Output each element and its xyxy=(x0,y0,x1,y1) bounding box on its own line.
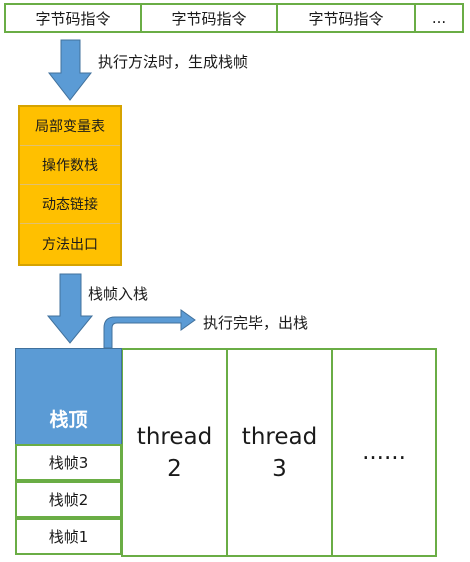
stack-frame-3: 栈帧3 xyxy=(15,444,122,481)
down-arrow-icon xyxy=(46,273,94,344)
more-threads-label: ...... xyxy=(362,439,406,465)
bytecode-row: 字节码指令 字节码指令 字节码指令 ... xyxy=(4,3,464,33)
operand-stack: 操作数栈 xyxy=(20,146,120,185)
thread-3-label-line1: thread xyxy=(241,423,318,450)
push-frame-label: 栈帧入栈 xyxy=(88,285,149,303)
stack-frame-1: 栈帧1 xyxy=(15,518,122,555)
return-address: 方法出口 xyxy=(42,236,98,253)
bytecode-cell: 字节码指令 xyxy=(6,5,142,31)
thread-2-label-line2: 2 xyxy=(167,455,182,482)
stack-top: 栈顶 xyxy=(15,348,122,445)
thread-3-label-line2: 3 xyxy=(272,455,287,482)
thread-2-label-line1: thread xyxy=(136,423,213,450)
create-frame-label: 执行方法时，生成栈帧 xyxy=(98,53,249,71)
bytecode-cell-ellipsis: ... xyxy=(431,9,447,27)
bent-arrow-icon xyxy=(103,309,196,349)
more-threads-column: ...... xyxy=(331,348,437,557)
local-variable-table: 局部变量表 xyxy=(20,107,120,146)
pop-frame-label: 执行完毕，出栈 xyxy=(203,314,309,332)
down-arrow-icon xyxy=(47,39,93,101)
thread-1-stack: 栈顶 栈帧3 栈帧2 栈帧1 xyxy=(15,348,122,557)
dynamic-linking: 动态链接 xyxy=(20,185,120,224)
bytecode-cell: 字节码指令 xyxy=(278,5,416,31)
bytecode-cell: 字节码指令 xyxy=(142,5,278,31)
stack-frame-structure: 局部变量表 操作数栈 动态链接 方法出口 xyxy=(18,105,122,266)
stack-frame-2: 栈帧2 xyxy=(15,481,122,518)
thread-2-column: thread 2 xyxy=(121,348,228,557)
thread-3-column: thread 3 xyxy=(226,348,333,557)
